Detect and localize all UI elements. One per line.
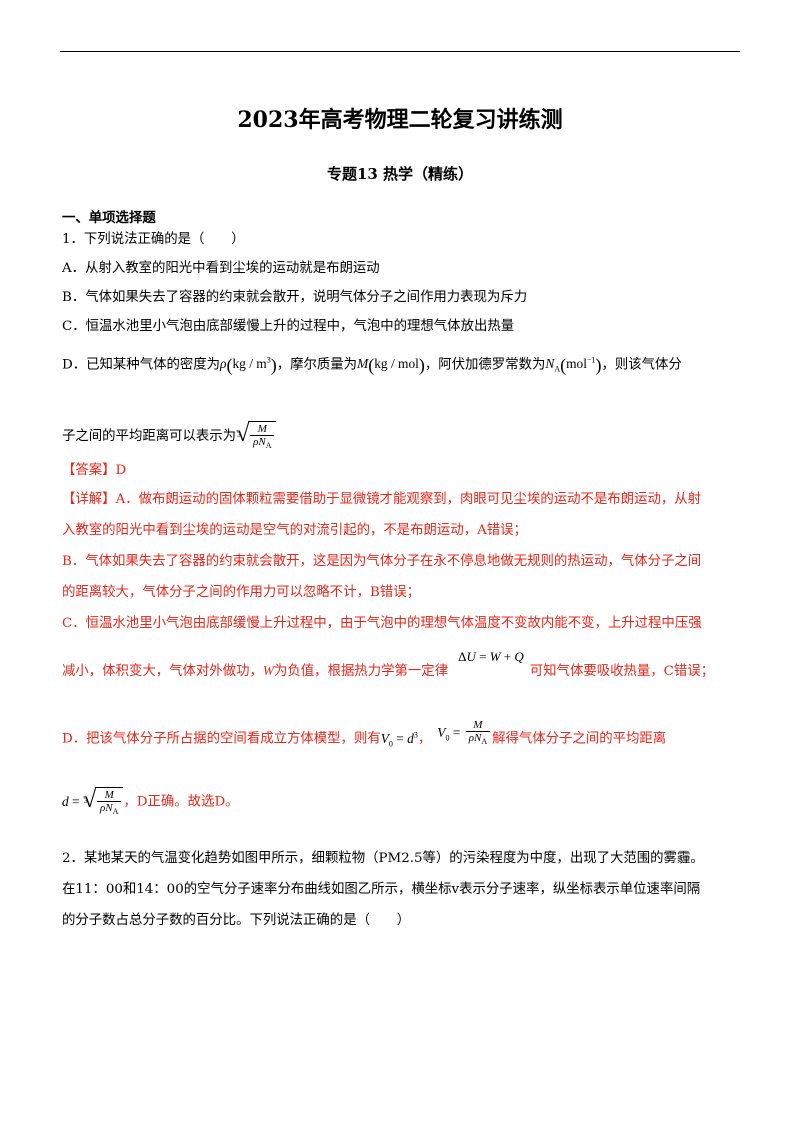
detail-d-comma: ， [417,731,432,747]
first-law-formula: ΔU = W + Q [458,649,524,664]
page-title: 2023年高考物理二轮复习讲练测 [237,107,563,133]
detail-d-text-3: ，D正确。故选D。 [123,794,239,810]
detail-d-text-1: D．把该气体分子所占据的空间看成立方体模型，则有 [62,731,381,747]
density-formula: ρ(kg / m3) [220,355,277,376]
q2-line1: 2．某地某天的气温变化趋势如图甲所示，细颗粒物（PM2.5等）的污染程度为中度，… [62,851,704,866]
q1-detail-a-line1: 【详解】A．做布朗运动的固体颗粒需要借助于显微镜才能观察到，肉眼可见尘埃的运动不… [62,492,701,508]
q1-option-d: D．已知某种气体的密度为ρ(kg / m3)，摩尔质量为M(kg / mol)，… [62,353,682,378]
avogadro-formula: NA(mol−1) [545,355,602,376]
work-symbol: W [262,663,275,678]
q1-detail-c-line1: C．恒温水池里小气泡由底部缓慢上升过程中，由于气泡中的理想气体温度不变故内能不变… [62,616,702,631]
q1-option-d-text-3: ，阿伏加德罗常数为 [424,357,546,373]
q2-line3: 的分子数占总分子数的百分比。下列说法正确的是（ ） [62,913,411,928]
q1-option-d-text-5: 子之间的平均距离可以表示为 [62,429,237,445]
q2-line2: 在11：00和14：00的空气分子速率分布曲线如图乙所示，横坐标v表示分子速率，… [62,882,701,897]
q1-option-c: C．恒温水池里小气泡由底部缓慢上升的过程中，气泡中的理想气体放出热量 [62,319,515,334]
q1-option-d-text-4: ，则该气体分 [601,357,682,373]
detail-a-text: A．做布朗运动的固体颗粒需要借助于显微镜才能观察到，肉眼可见尘埃的运动不是布朗运… [115,492,702,507]
q1-stem: 1．下列说法正确的是（ ） [62,232,245,247]
cube-volume-formula: V0 = d3 [380,730,418,749]
header-rule [60,51,740,52]
detail-d-text-2: 解得气体分子之间的平均距离 [492,731,667,747]
q1-detail-b-line1: B．气体如果失去了容器的约束就会散开，这是因为气体分子在永不停息地做无规则的热运… [62,554,702,569]
q1-option-d-text-2: ，摩尔质量为 [276,357,358,373]
detail-tag: 【详解】 [62,492,116,507]
section-heading: 一、单项选择题 [62,210,156,226]
q1-detail-a-line2: 入教室的阳光中看到尘埃的运动是空气的对流引起的，不是布朗运动，A错误； [62,523,527,538]
detail-c-text-2: 为负值，根据热力学第一定律 [274,664,449,679]
detail-c-text-3: 可知气体要吸收热量，C错误； [529,664,715,679]
detail-c-text-1: 减小，体积变大，气体对外做功， [62,664,263,679]
molar-mass-formula: M(kg / mol) [357,355,425,376]
page-subtitle: 专题13 热学（精练） [326,165,474,183]
q1-answer: 【答案】D [62,463,127,478]
q1-detail-b-line2: 的距离较大，气体分子之间的作用力可以忽略不计，B错误； [62,585,420,600]
q1-option-a: A．从射入教室的阳光中看到尘埃的运动就是布朗运动 [62,261,380,276]
q1-option-d-text-1: D．已知某种气体的密度为 [62,357,221,373]
q1-option-b: B．气体如果失去了容器的约束就会散开，说明气体分子之间作用力表现为斥力 [62,290,528,305]
q1-detail-c-line2: 减小，体积变大，气体对外做功，W为负值，根据热力学第一定律 ΔU = W + Q 可… [62,649,715,680]
